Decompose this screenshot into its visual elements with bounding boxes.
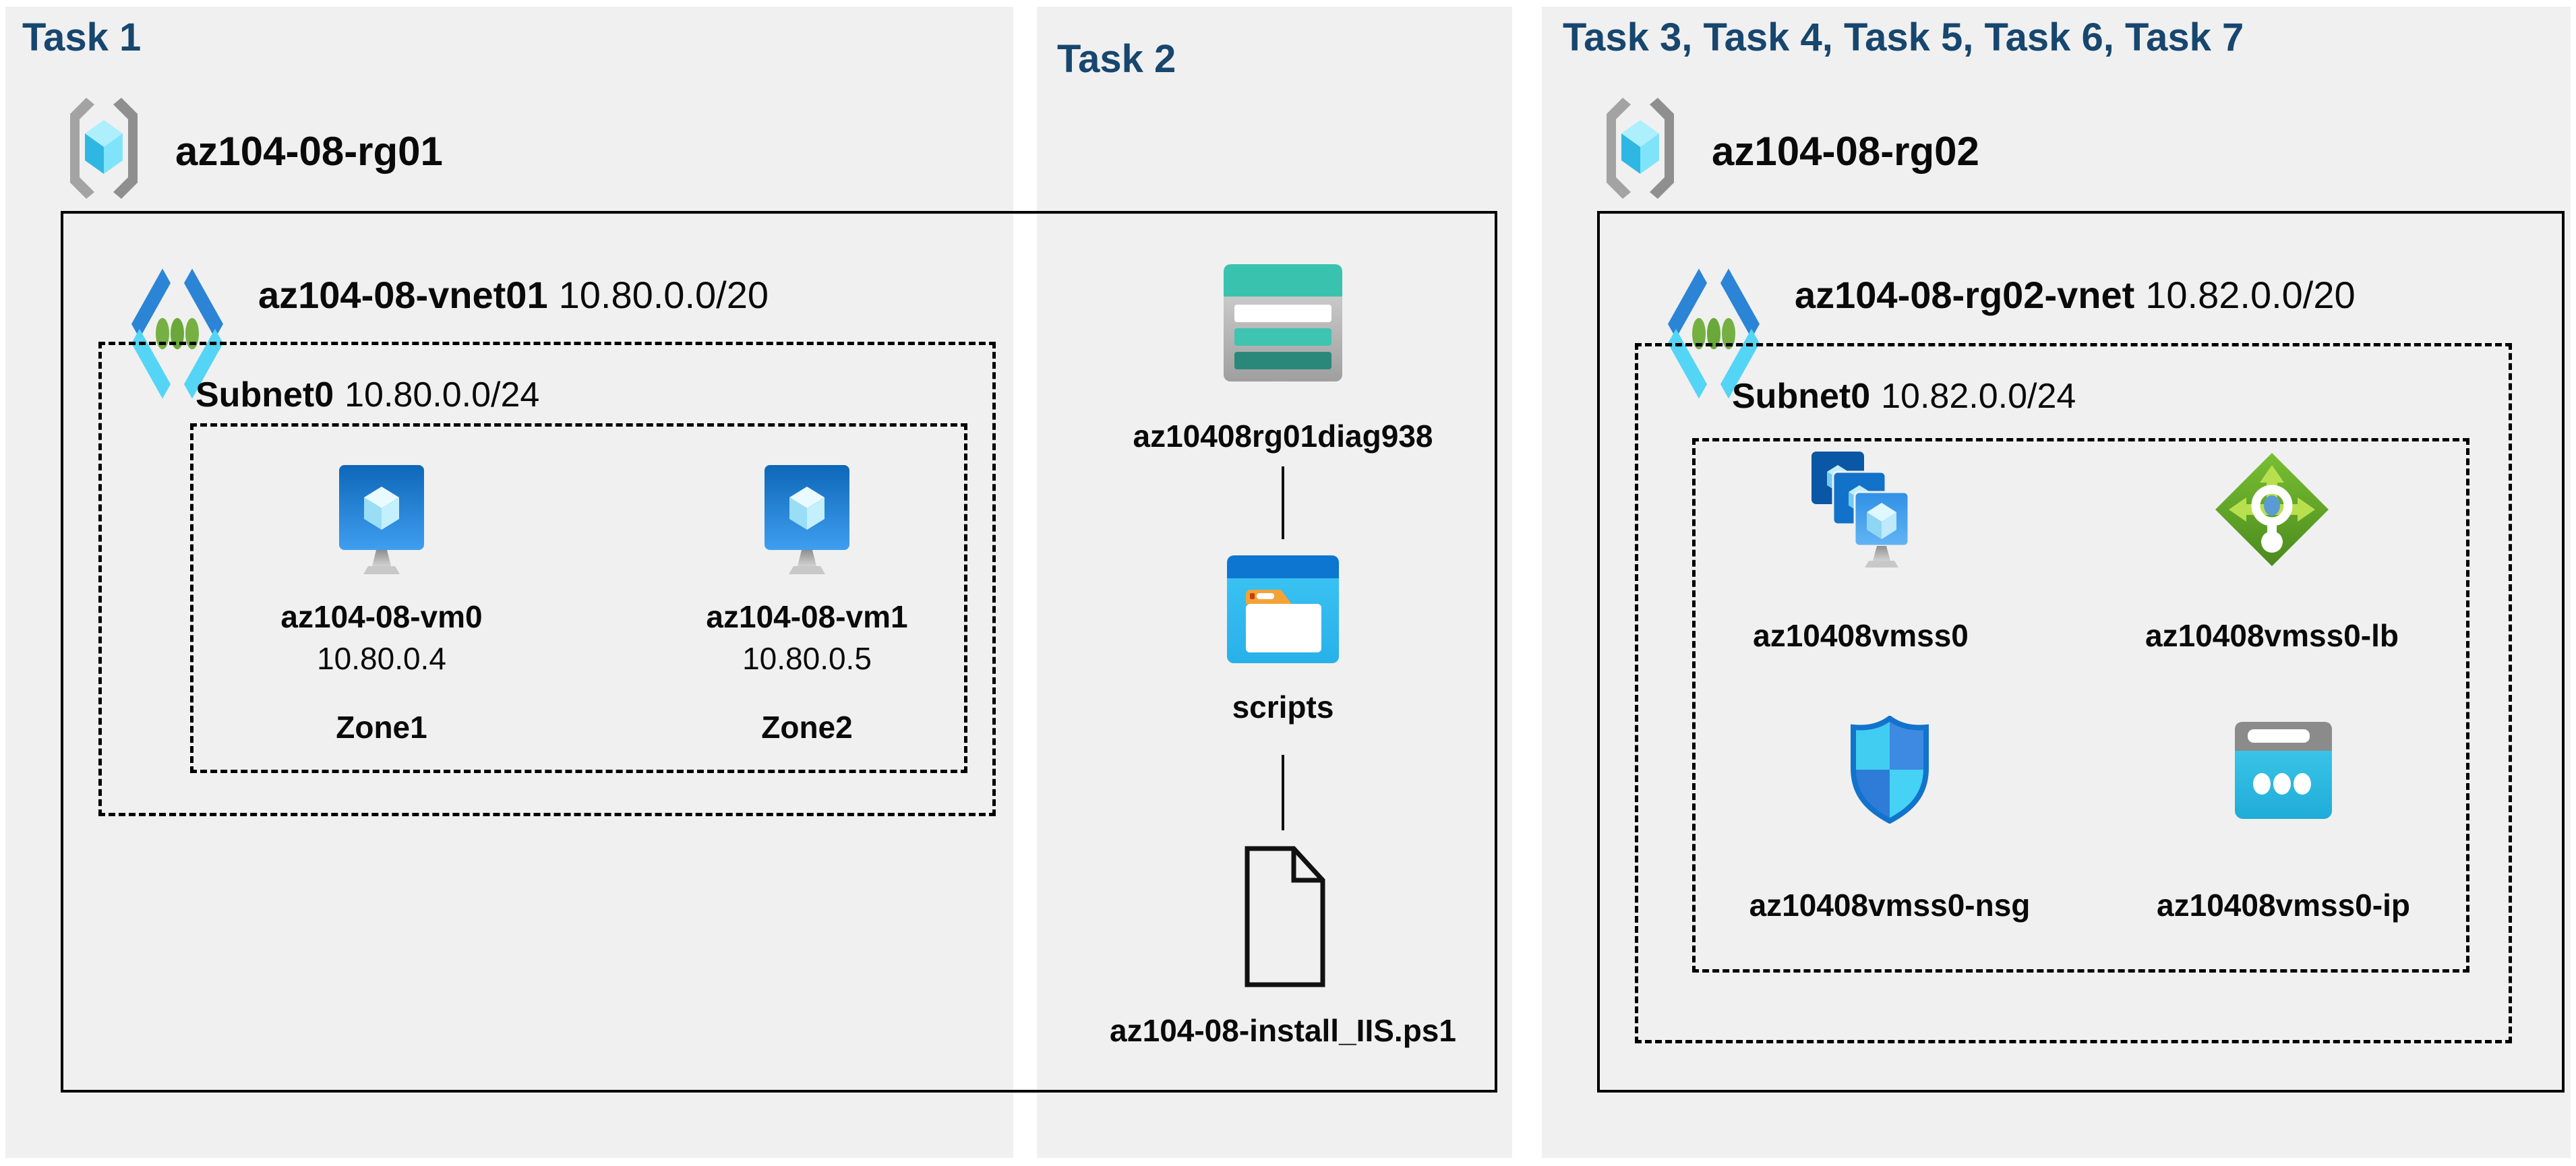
connector-storage-folder [1282,466,1284,539]
load-balancer-icon [2215,453,2329,566]
subnet2-label: Subnet0 10.82.0.0/24 [1732,376,2076,417]
public-ip-icon [2235,722,2332,819]
vm1-zone-label: Zone2 [761,710,853,745]
vnet1-name: az104-08-vnet01 [258,274,548,316]
blob-container-folder-icon [1227,555,1339,663]
vnet1-cidr: 10.80.0.0/20 [558,274,769,316]
resource-group-1-label: az104-08-rg01 [175,129,443,174]
resource-group-icon [1607,98,1674,199]
vnet2-cidr: 10.82.0.0/20 [2145,274,2356,316]
task3-header: Task 3, Task 4, Task 5, Task 6, Task 7 [1563,16,2244,59]
vnet2-name: az104-08-rg02-vnet [1795,274,2135,316]
connector-folder-file [1282,755,1284,830]
vm0-zone-label: Zone1 [336,710,427,745]
subnet1-cidr: 10.80.0.0/24 [345,375,540,415]
task1-header: Task 1 [22,16,142,59]
storage-account-label: az10408rg01diag938 [1133,419,1433,454]
resource-group-icon [70,98,138,199]
vnet1-boundary-box [61,211,1497,1093]
subnet2-box [1635,343,2512,1043]
scripts-folder-label: scripts [1232,689,1334,725]
subnet1-label: Subnet0 10.80.0.0/24 [196,375,539,415]
panel-task1 [5,7,1013,1158]
subnet2-cidr: 10.82.0.0/24 [1881,377,2076,416]
virtual-machine-icon [765,465,849,574]
vmss-group-box [1692,438,2469,973]
vm-zone-box [190,423,967,773]
vm1-ip-label: 10.80.0.5 [742,641,872,676]
subnet2-name: Subnet0 [1732,377,1871,416]
install-iis-file-label: az104-08-install_IIS.ps1 [1110,1013,1456,1048]
vm0-ip-label: 10.80.0.4 [317,641,446,676]
storage-account-icon [1224,264,1342,381]
nsg-label: az10408vmss0-nsg [1749,888,2031,923]
vnet2-boundary-box [1597,211,2565,1093]
vm0-name-label: az104-08-vm0 [280,599,483,634]
subnet1-box [98,342,996,816]
resource-group-2-label: az104-08-rg02 [1712,129,1979,174]
task2-header: Task 2 [1057,37,1176,81]
public-ip-label: az10408vmss0-ip [2157,888,2410,923]
virtual-network-icon [131,268,224,399]
vm1-name-label: az104-08-vm1 [706,599,908,634]
subnet1-name: Subnet0 [196,375,334,415]
script-file-icon [1245,846,1325,987]
panel-task3 [1542,7,2571,1158]
vmss-label: az10408vmss0 [1753,618,1969,653]
vm-scale-set-icon [1811,452,1910,567]
network-security-group-icon [1851,716,1929,824]
virtual-machine-icon [339,465,424,574]
load-balancer-label: az10408vmss0-lb [2145,618,2399,653]
